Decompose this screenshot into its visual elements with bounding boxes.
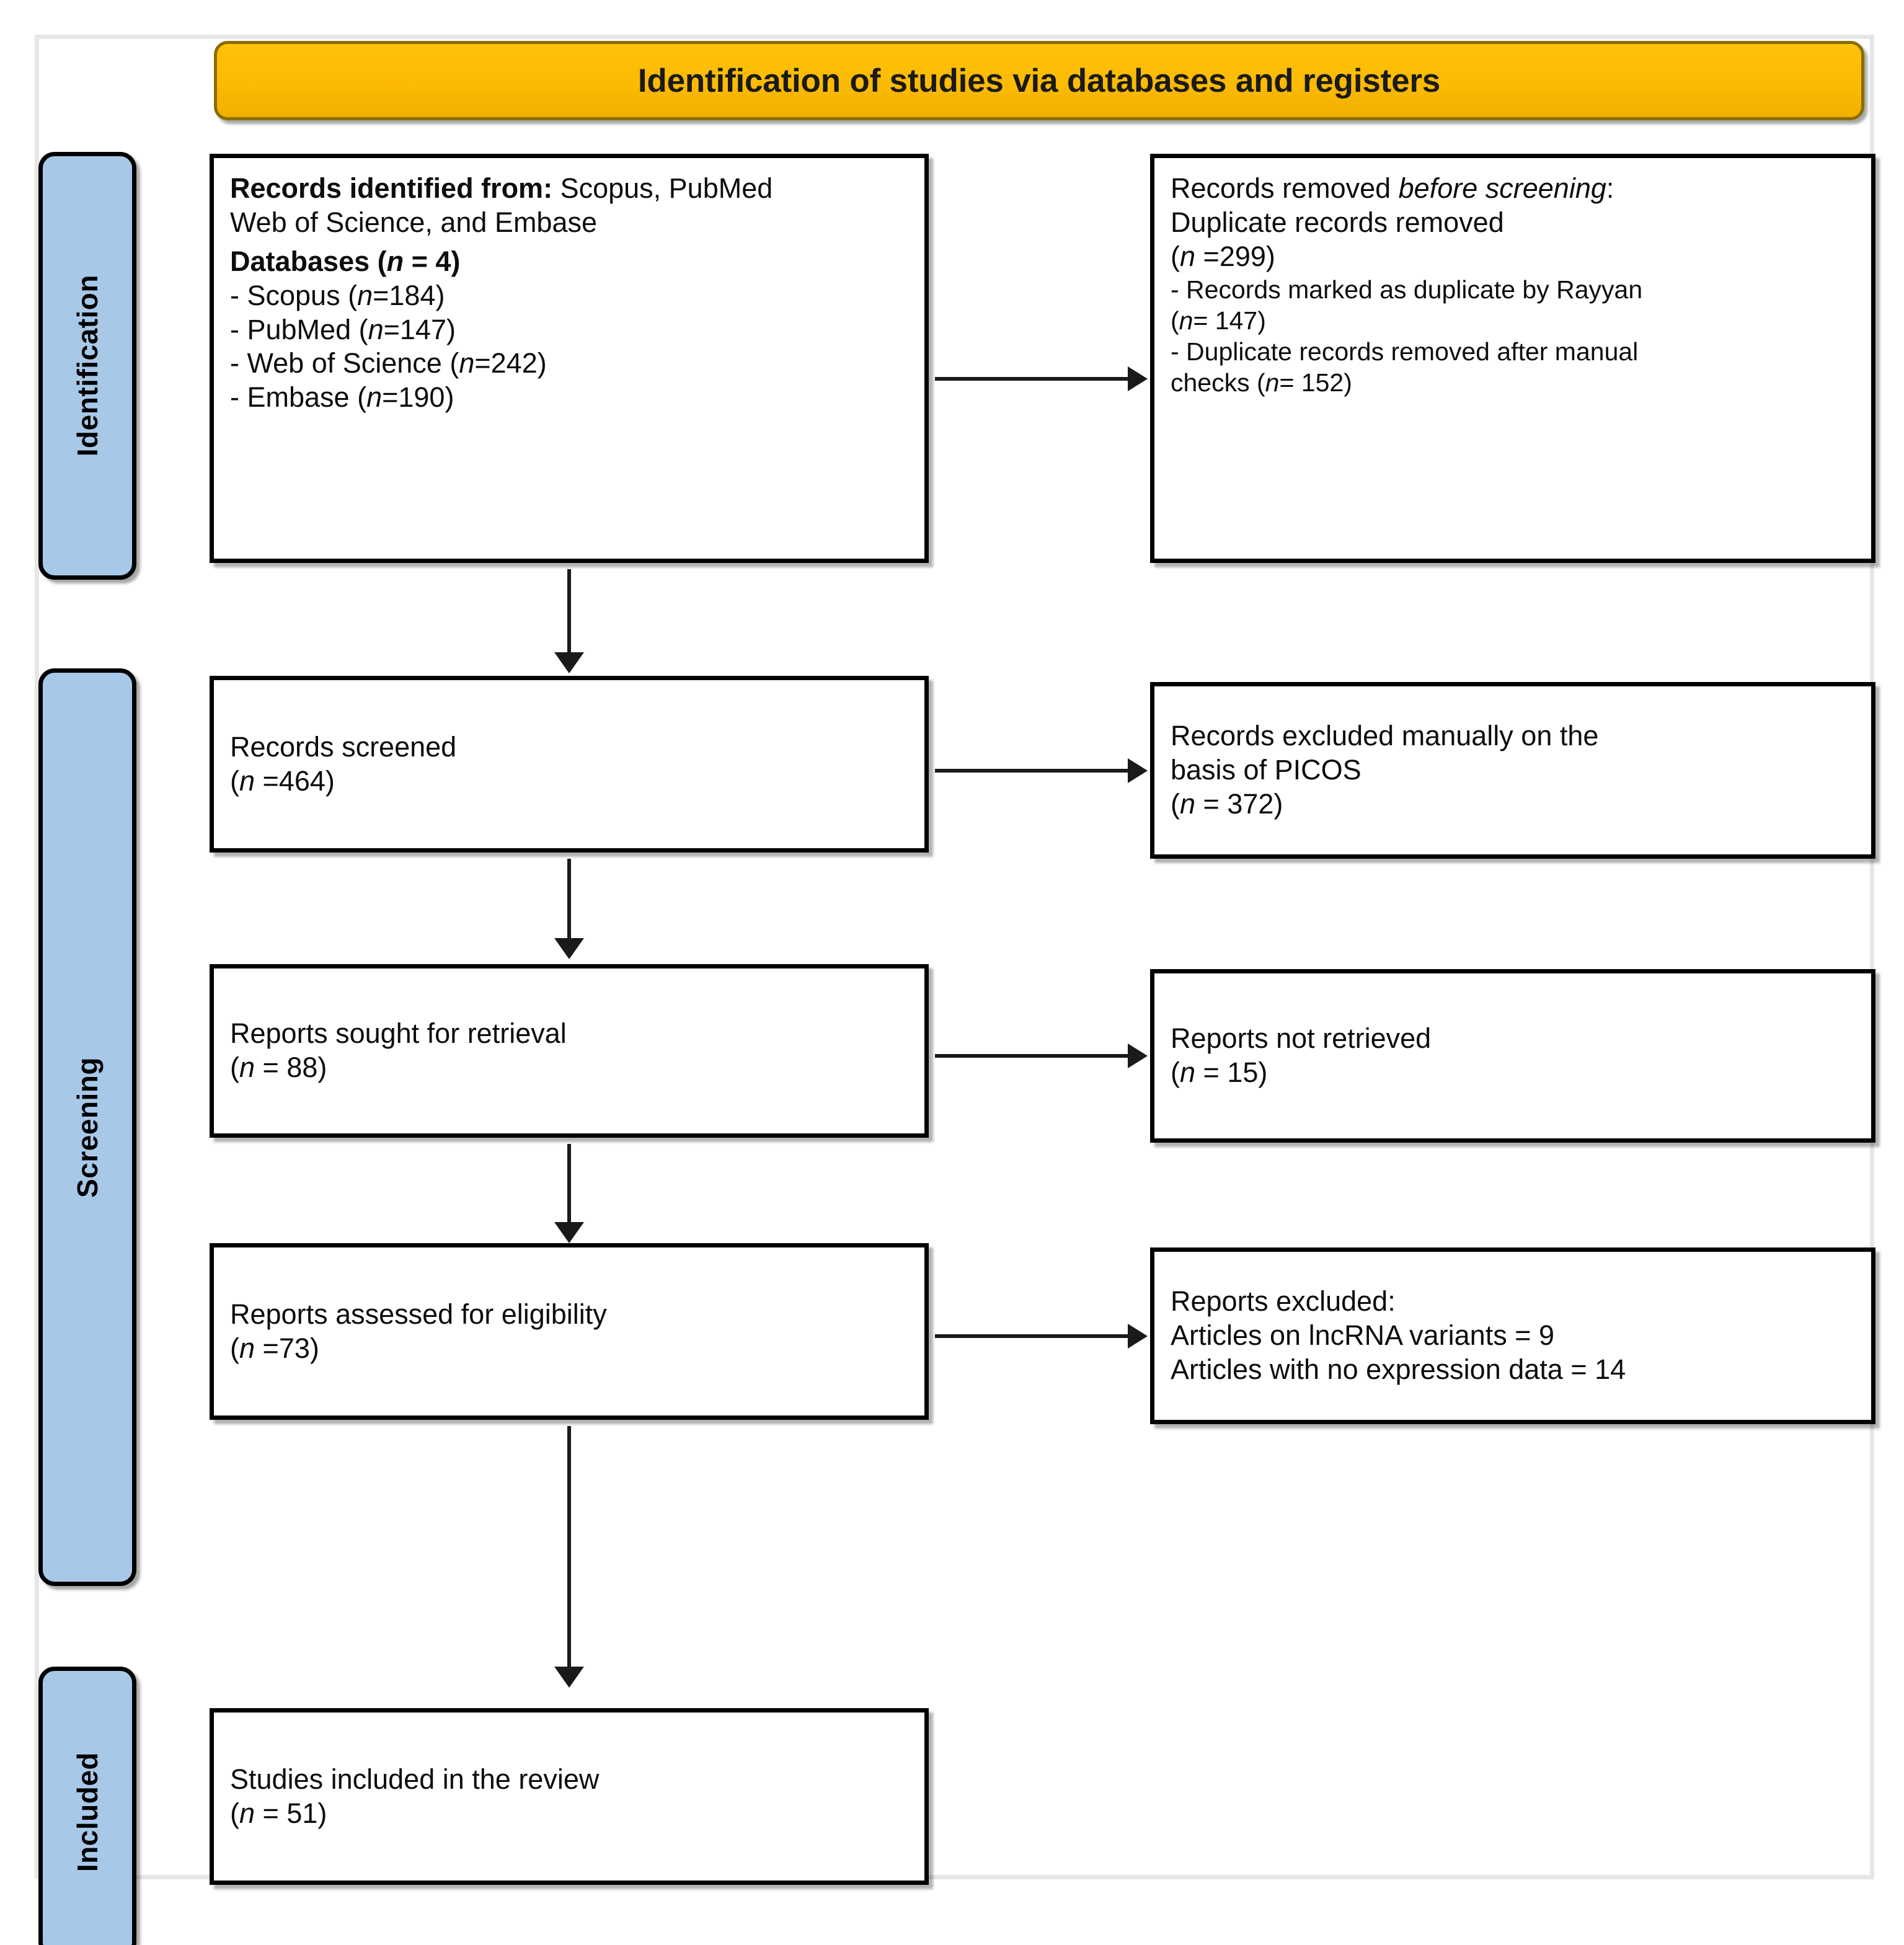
records-excluded-count: (n = 372) — [1171, 787, 1283, 820]
reports-excluded-no-expression: Articles with no expression data = 14 — [1171, 1353, 1626, 1385]
removed-item-manual-count: checks (n= 152) — [1171, 368, 1352, 397]
database-item-embase: - Embase (n=190) — [230, 381, 454, 414]
box-records-screened: Records screened (n =464) — [210, 676, 929, 853]
arrow-sought-to-assessed — [567, 1144, 571, 1223]
studies-included-count: (n = 51) — [230, 1797, 327, 1829]
arrow-assessed-to-included — [567, 1426, 571, 1668]
databases-count: = 4) — [404, 245, 461, 277]
reports-not-retrieved-count: (n = 15) — [1171, 1057, 1268, 1088]
records-removed-line-1: Records removed before screening: — [1171, 172, 1614, 204]
reports-sought-count: (n = 88) — [230, 1052, 327, 1083]
records-screened-count: (n =464) — [230, 764, 335, 797]
database-item-web-of-science: - Web of Science (n=242) — [230, 347, 547, 379]
duplicate-records-removed-count: (n =299) — [1171, 240, 1275, 272]
records-identified-line-2: Web of Science, and Embase — [230, 206, 598, 238]
box-records-removed: Records removed before screening: Duplic… — [1150, 154, 1875, 563]
arrow-identified-to-screened — [567, 569, 571, 654]
stage-label-identification: Identification — [38, 152, 136, 580]
stage-label-screening-text: Screening — [71, 1057, 104, 1198]
arrow-identified-to-removed — [935, 377, 1129, 381]
box-reports-sought: Reports sought for retrieval (n = 88) — [210, 964, 929, 1138]
duplicate-records-removed-label: Duplicate records removed — [1171, 206, 1504, 238]
reports-assessed-label: Reports assessed for eligibility — [230, 1298, 607, 1330]
box-reports-assessed: Reports assessed for eligibility (n =73) — [210, 1243, 929, 1420]
reports-not-retrieved-label: Reports not retrieved — [1171, 1022, 1432, 1055]
reports-excluded-label: Reports excluded: — [1171, 1285, 1396, 1318]
box-reports-not-retrieved: Reports not retrieved (n = 15) — [1150, 969, 1875, 1143]
removed-item-rayyan: - Records marked as duplicate by Rayyan — [1171, 275, 1643, 304]
records-removed-label: Records removed — [1171, 172, 1399, 204]
databases-n-symbol: n — [386, 245, 404, 277]
records-identified-sources-a: Scopus, PubMed — [552, 172, 773, 204]
diagram-header-banner: Identification of studies via databases … — [214, 41, 1864, 120]
box-records-excluded-picos: Records excluded manually on the basis o… — [1150, 682, 1875, 859]
records-screened-label: Records screened — [230, 730, 457, 763]
reports-assessed-count: (n =73) — [230, 1332, 319, 1364]
box-reports-excluded: Reports excluded: Articles on lncRNA var… — [1150, 1247, 1875, 1424]
records-excluded-line-2: basis of PICOS — [1171, 754, 1362, 786]
records-identified-line-1: Records identified from: Scopus, PubMed — [230, 172, 908, 206]
arrow-screened-to-excluded — [935, 769, 1129, 773]
stage-label-identification-text: Identification — [71, 275, 104, 457]
reports-excluded-lncrna: Articles on lncRNA variants = 9 — [1171, 1319, 1555, 1352]
database-item-pubmed: - PubMed (n=147) — [230, 313, 456, 345]
removed-item-rayyan-count: (n= 147) — [1171, 306, 1266, 335]
removed-item-manual: - Duplicate records removed after manual — [1171, 337, 1639, 366]
arrow-sought-to-not-retrieved — [935, 1054, 1129, 1058]
page-title: Identification of studies via databases … — [637, 62, 1441, 99]
records-excluded-line-1: Records excluded manually on the — [1171, 720, 1599, 752]
arrow-screened-to-sought — [567, 859, 571, 939]
arrow-assessed-to-excluded — [935, 1334, 1129, 1338]
reports-sought-label: Reports sought for retrieval — [230, 1017, 567, 1050]
studies-included-label: Studies included in the review — [230, 1763, 600, 1795]
databases-label: Databases ( — [230, 245, 387, 277]
stage-label-included: Included — [38, 1667, 136, 1945]
box-studies-included: Studies included in the review (n = 51) — [210, 1708, 929, 1885]
stage-label-included-text: Included — [71, 1752, 104, 1872]
stage-label-screening: Screening — [38, 668, 136, 1586]
box-records-identified: Records identified from: Scopus, PubMed … — [210, 154, 929, 563]
records-identified-label: Records identified from: — [230, 172, 553, 204]
records-identified-databases: Databases (n = 4) — [230, 245, 908, 279]
database-item-scopus: - Scopus (n=184) — [230, 279, 445, 311]
records-removed-emphasis: before screening — [1398, 172, 1606, 204]
